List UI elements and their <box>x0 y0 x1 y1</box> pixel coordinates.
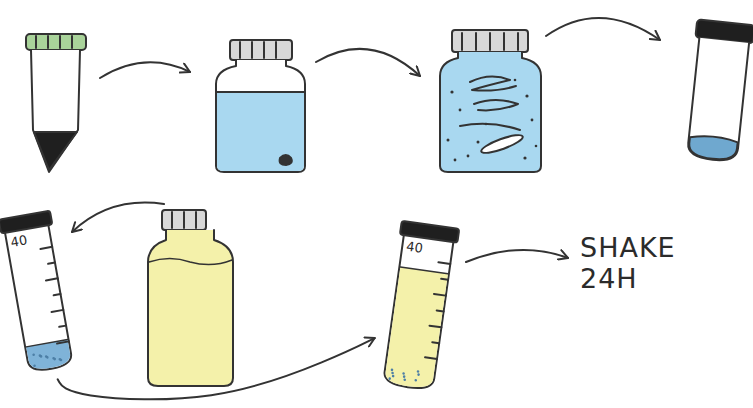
pellet-tube <box>683 19 753 162</box>
falcon-tube <box>26 34 86 172</box>
transfer-arrow <box>58 338 375 399</box>
volume-mark: 40 <box>405 240 423 255</box>
stirring-bottle <box>440 30 541 172</box>
graduated-tube: 40 <box>379 221 460 393</box>
buffer-bottle <box>216 40 305 172</box>
volume-mark: 40 <box>10 233 29 249</box>
step-arrow <box>546 18 660 40</box>
step-arrow <box>316 49 420 76</box>
graduated-tube: 40 <box>0 211 77 376</box>
step-arrow <box>72 203 164 232</box>
particles <box>447 79 538 162</box>
solvent-bottle <box>148 210 233 386</box>
step-note: SHAKE 24H <box>580 232 700 294</box>
step-arrow <box>100 62 190 78</box>
step-arrow <box>466 250 568 262</box>
